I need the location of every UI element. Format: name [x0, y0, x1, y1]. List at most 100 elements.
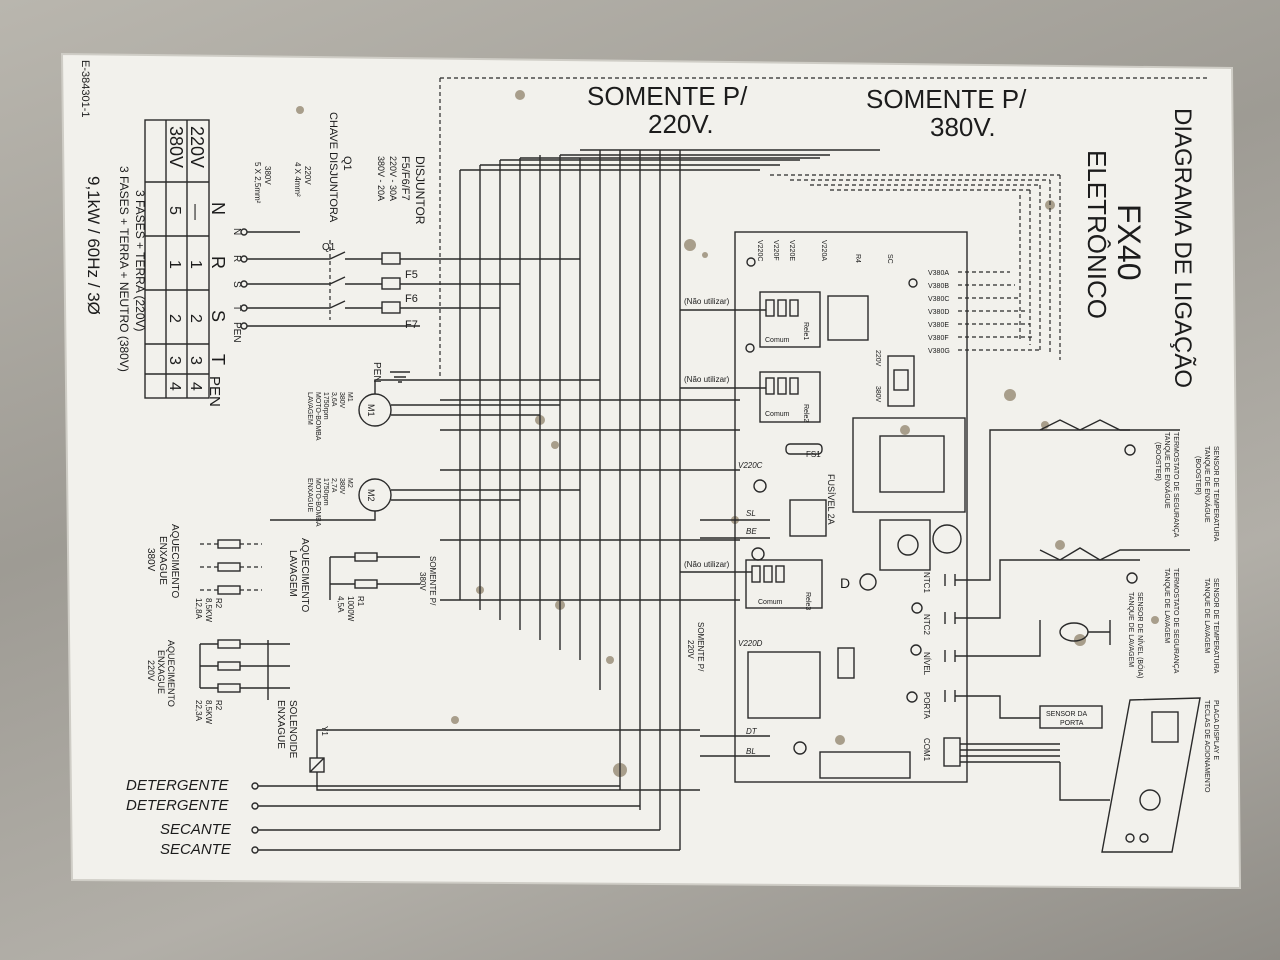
board-top-pins: V220C V220F V220E V220A R4 SC — [746, 240, 918, 288]
table-header-r: R — [208, 256, 228, 269]
table-header-s: S — [208, 310, 228, 322]
table-header-t: T — [208, 354, 228, 365]
rinse220-title-2: 220V — [146, 660, 156, 681]
heater-rinse-220: AQUECIMENTO ENXAGUE 220V R2 8,5KW 22,3A — [146, 639, 290, 724]
relay3-note: (Não utilizar) — [684, 560, 730, 569]
relay-3: (Não utilizar) Comum Rele3 — [680, 559, 823, 610]
temp-booster-0: SENSOR DE TEMPERATURA — [1212, 446, 1219, 542]
heater-wash-note-0: SOMENTE P/ — [428, 556, 437, 606]
paper-sheet — [60, 52, 1242, 890]
somente-220-note-0: SOMENTE P/ — [696, 622, 705, 672]
board-outline — [734, 231, 968, 783]
table-220-pen: 4 — [187, 382, 204, 391]
pin-v380a: V380A — [928, 270, 949, 277]
rinse380-title-0: AQUECIMENTO — [169, 524, 180, 598]
supply-note-3: 9,1kW / 60Hz / 3Ø — [84, 176, 103, 315]
motor-m2-symbol: M2 — [366, 489, 376, 502]
supply-note-2: 3 FASES + TERRA + NEUTRO (380V) — [117, 166, 131, 372]
rinse380-current: 12,8A — [194, 598, 203, 620]
solenoid-label-1: ENXAGUE — [275, 700, 286, 749]
rinse380-power: 8,5KW — [204, 598, 213, 622]
output-secante-2: SECANTE — [160, 841, 232, 858]
lpin-v220d: V220D — [738, 639, 763, 648]
board-d-label: D — [840, 575, 850, 591]
fuse-f7-label: F7 — [405, 319, 418, 331]
solenoid-label-0: SOLENOIDE — [287, 700, 298, 759]
pin-sc: SC — [886, 254, 893, 264]
relay-1: (Não utilizar) Comum Rele1 — [680, 291, 869, 353]
only-380-line-2: 380V. — [930, 112, 996, 142]
only-220-header: SOMENTE P/ 220V. — [587, 81, 748, 139]
terminal-s: S — [231, 281, 242, 288]
rpin-porta: PORTA — [922, 692, 931, 719]
pin-v220e: V220E — [788, 240, 795, 261]
m2-spec-5: ENXAGUE — [306, 478, 313, 513]
cable-380-size: 5 X 2,5mm² — [253, 162, 262, 204]
heater-rinse-380: AQUECIMENTO ENXAGUE 380V R2 8,5KW 12,8A — [145, 524, 262, 622]
terminal-r: R — [231, 255, 242, 262]
level-0: SENSOR DE NÍVEL (BÓIA) — [1136, 592, 1145, 678]
sensor-temp-booster: SENSOR DE TEMPERATURA TANQUE DE ENXÁGUE … — [1039, 419, 1219, 542]
heater-wash-power: 1000W — [346, 596, 355, 622]
terminal-n: N — [231, 228, 242, 235]
pin-v380e: V380E — [928, 322, 949, 329]
heater-wash-title-1: LAVAGEM — [287, 550, 298, 597]
m2-spec-0: M2 — [346, 478, 353, 488]
document-code: E-384301-1 — [79, 60, 91, 118]
heater-wash-title-0: AQUECIMENTO — [299, 538, 310, 612]
table-220-t: 3 — [187, 356, 204, 365]
fuse-rating: FUSÍVEL 2A — [826, 474, 836, 525]
temp-wash-0: SENSOR DE TEMPERATURA — [1212, 578, 1219, 674]
sensor-door: SENSOR DA PORTA — [1039, 705, 1103, 729]
lpin-v220c: V220C — [738, 461, 763, 470]
thermo-booster-0: TERMOSTATO DE SEGURANÇA — [1172, 432, 1179, 538]
dirt-stains — [296, 90, 1159, 777]
q1-label: Q1 — [322, 242, 336, 253]
supply-note-1: 3 FASES + TERRA (220V) — [133, 190, 147, 332]
board-right-pins: NTC1 NTC2 NÍVEL PORTA COM1 — [922, 429, 1140, 767]
display-board: PLACA DISPLAY E TECLAS DE ACIONAMENTO — [1059, 697, 1219, 853]
rinse220-title-0: AQUECIMENTO — [166, 640, 176, 707]
mains-terminals: N R S T PEN — [231, 228, 420, 343]
pin-v380f: V380F — [928, 335, 949, 342]
pin-v380b: V380B — [928, 283, 949, 290]
rpin-ntc2: NTC2 — [922, 614, 931, 635]
output-secante-1: SECANTE — [160, 821, 232, 838]
board-v380-pins: V380A V380B V380C V380D V380E V380F V380… — [928, 270, 1040, 355]
board-connector — [879, 519, 931, 571]
rinse220-title-1: ENXAGUE — [156, 650, 166, 694]
only-380-header: SOMENTE P/ 380V. — [866, 84, 1027, 142]
voltage-selector: 220V 380V — [874, 350, 915, 407]
title-line-1: DIAGRAMA DE LIGAÇÃO — [1169, 108, 1196, 388]
display-0: PLACA DISPLAY E — [1212, 700, 1219, 760]
m1-spec-4: MOTO-BOMBA — [314, 392, 321, 441]
motor-m2: M2 M2 380V 2,7A 1750rpm MOTO-BOMBA ENXAG… — [270, 478, 580, 527]
rinse380-r2: R2 — [214, 598, 223, 609]
fuse-name: FS1 — [806, 450, 821, 459]
table-380-t: 3 — [166, 356, 183, 365]
vertical-bus — [440, 149, 1061, 850]
fuse-f6-label: F6 — [405, 293, 418, 305]
rinse380-title-1: ENXAGUE — [157, 536, 168, 585]
sensor-thermostat-wash: TERMOSTATO DE SEGURANÇA TANQUE DE LAVAGE… — [1163, 568, 1179, 674]
table-220-n: — — [187, 204, 204, 220]
thermo-wash-1: TANQUE DE LAVAGEM — [1163, 568, 1170, 643]
board-area-outline — [439, 77, 1210, 378]
selector-220: 220V — [874, 350, 881, 367]
heater-wash-current: 4,5A — [336, 596, 345, 613]
title-line-2: FX40 — [1111, 204, 1147, 280]
rinse220-power: 8,5KW — [204, 700, 213, 724]
level-1: TANQUE DE LAVAGEM — [1127, 592, 1134, 667]
motor-m1: M1 M1 380V 3,6A 1750rpm MOTO-BOMBA LAVAG… — [306, 379, 600, 441]
relay1-name: Rele1 — [802, 322, 809, 340]
thermo-booster-1: TANQUE DE ENXÁGUE — [1163, 432, 1172, 509]
table-voltage-380: 380V — [166, 126, 186, 168]
terminal-table: 220V 380V N R S T PEN — 1 2 3 4 5 1 2 3 … — [144, 119, 228, 407]
output-detergente-2: DETERGENTE — [126, 797, 230, 814]
relay1-common: Comum — [765, 337, 790, 344]
terminal-t: T — [231, 305, 242, 311]
table-header-n: N — [208, 202, 228, 215]
door-1: PORTA — [1060, 720, 1084, 727]
m1-spec-1: 380V — [338, 392, 345, 409]
rpin-ntc1: NTC1 — [922, 572, 931, 593]
